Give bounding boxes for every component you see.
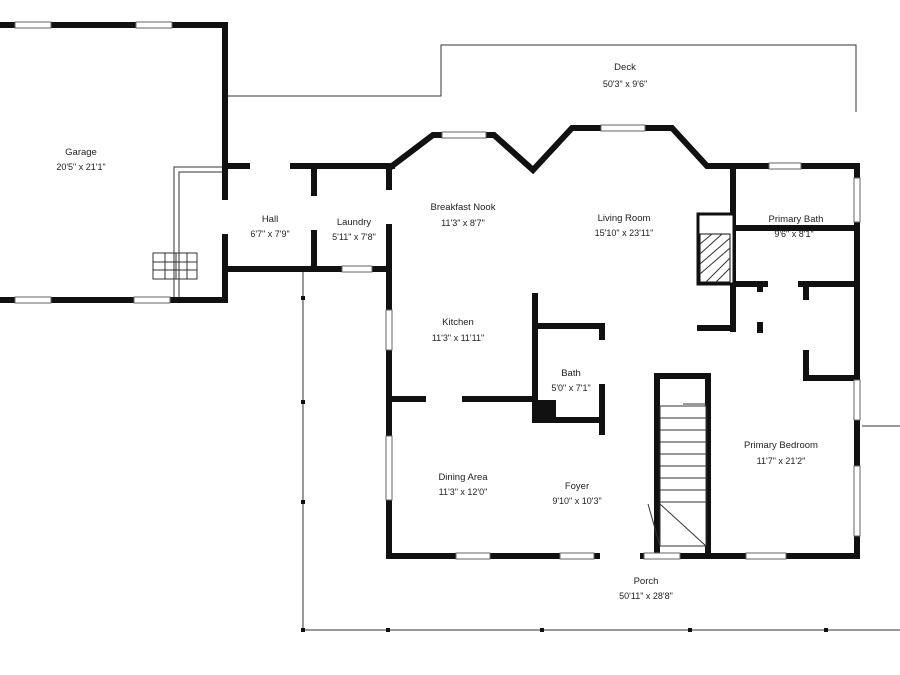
room-name: Garage xyxy=(65,147,97,158)
room-label-living-room: Living Room 15'10" x 23'11" xyxy=(595,213,654,238)
room-label-porch: Porch 50'11" x 28'8" xyxy=(619,576,673,601)
garage-steps xyxy=(152,166,224,298)
room-name: Primary Bath xyxy=(769,214,824,225)
room-name: Primary Bedroom xyxy=(744,440,818,451)
room-name: Deck xyxy=(614,62,636,73)
walls xyxy=(0,22,860,559)
room-name: Dining Area xyxy=(438,472,488,483)
room-label-garage: Garage 20'5" x 21'1" xyxy=(56,147,105,172)
room-dims: 50'11" x 28'8" xyxy=(619,591,673,601)
bath-fixture xyxy=(536,400,556,420)
room-label-dining-area: Dining Area 11'3" x 12'0" xyxy=(438,472,488,497)
room-dims: 6'7" x 7'9" xyxy=(250,229,289,239)
room-label-primary-bath: Primary Bath 9'6" x 8'1" xyxy=(769,214,824,239)
room-dims: 5'0" x 7'1" xyxy=(551,383,590,393)
deck-outline xyxy=(228,44,857,112)
room-label-laundry: Laundry 5'11" x 7'8" xyxy=(332,217,376,242)
room-dims: 20'5" x 21'1" xyxy=(56,162,105,172)
room-name: Foyer xyxy=(565,481,589,492)
room-label-breakfast-nook: Breakfast Nook 11'3" x 8'7" xyxy=(431,202,496,228)
room-name: Bath xyxy=(561,368,581,379)
room-label-foyer: Foyer 9'10" x 10'3" xyxy=(552,481,601,506)
room-dims: 9'6" x 8'1" xyxy=(774,229,813,239)
room-dims: 9'10" x 10'3" xyxy=(552,496,601,506)
room-label-deck: Deck 50'3" x 9'6" xyxy=(603,62,647,89)
room-dims: 11'7" x 21'2" xyxy=(757,456,806,466)
room-label-primary-bedroom: Primary Bedroom 11'7" x 21'2" xyxy=(744,440,818,466)
room-name: Breakfast Nook xyxy=(431,202,496,213)
room-dims: 11'3" x 12'0" xyxy=(439,487,488,497)
fireplace xyxy=(699,233,731,283)
room-dims: 11'3" x 11'11" xyxy=(432,333,484,343)
porch-posts xyxy=(301,296,828,632)
room-dims: 50'3" x 9'6" xyxy=(603,79,647,89)
room-name: Hall xyxy=(262,214,278,225)
room-name: Kitchen xyxy=(442,317,474,328)
room-name: Laundry xyxy=(337,217,372,228)
windows xyxy=(14,21,861,560)
room-name: Living Room xyxy=(598,213,651,224)
door-openings xyxy=(222,163,810,560)
staircase xyxy=(647,403,707,547)
room-dims: 15'10" x 23'11" xyxy=(595,228,654,238)
room-label-bath: Bath 5'0" x 7'1" xyxy=(551,368,590,393)
room-label-kitchen: Kitchen 11'3" x 11'11" xyxy=(432,317,484,343)
room-name: Porch xyxy=(634,576,659,587)
room-dims: 11'3" x 8'7" xyxy=(441,218,485,228)
room-label-hall: Hall 6'7" x 7'9" xyxy=(250,214,289,239)
room-dims: 5'11" x 7'8" xyxy=(332,232,376,242)
